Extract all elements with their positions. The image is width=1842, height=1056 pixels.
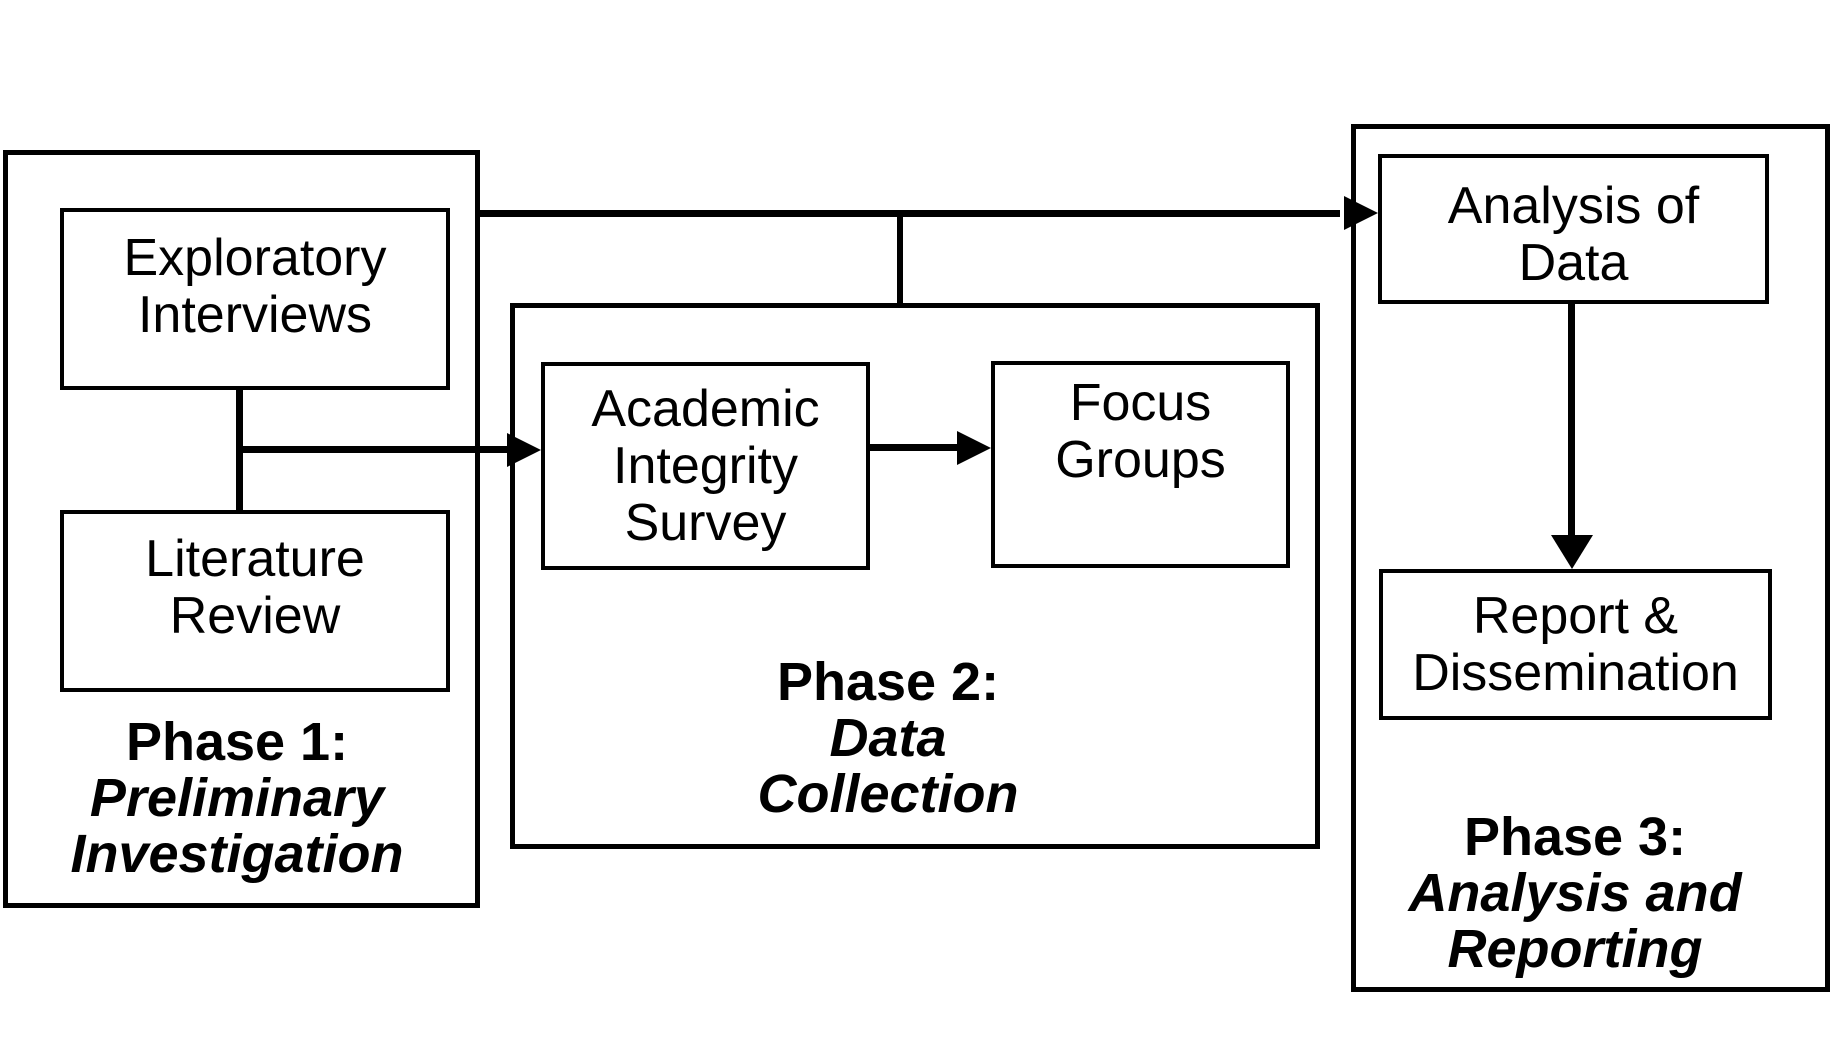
node-literature-review-label: Literature Review — [145, 531, 365, 645]
phase2-subtitle-line: Collection — [757, 764, 1019, 824]
phase2-label: Phase 2: Data Collection — [688, 654, 1088, 822]
phase2-subtitle-line: Data — [829, 708, 947, 768]
arrow-analysis-to-report-shaft — [1568, 304, 1575, 537]
connector-feedline-to-phase2 — [897, 213, 903, 305]
node-exploratory-interviews: Exploratory Interviews — [60, 208, 450, 390]
phase3-subtitle-line: Reporting — [1447, 919, 1703, 979]
phase3-title: Phase 3: — [1463, 807, 1687, 867]
phase3-label: Phase 3: Analysis and Reporting — [1375, 809, 1775, 977]
node-text-line: Report & — [1472, 586, 1679, 645]
phase3-container-box — [1351, 124, 1830, 992]
node-text-line: Survey — [624, 493, 787, 552]
node-text-line: Literature — [145, 530, 365, 588]
node-text-line: Integrity — [613, 436, 798, 495]
node-text-line: Data — [1518, 234, 1629, 292]
arrow-survey-to-focus-shaft — [870, 444, 959, 451]
arrowhead-right-icon — [507, 433, 541, 467]
node-report-dissemination-label: Report & Dissemination — [1412, 586, 1739, 702]
phase2-container-box — [510, 303, 1320, 849]
arrowhead-right-icon — [957, 431, 991, 465]
node-report-dissemination: Report & Dissemination — [1379, 569, 1772, 720]
node-exploratory-interviews-label: Exploratory Interviews — [124, 230, 387, 344]
phase1-subtitle-line: Preliminary — [89, 768, 385, 828]
phase3-subtitle-line: Analysis and — [1408, 863, 1742, 923]
phase1-container-box — [3, 150, 480, 908]
node-text-line: Groups — [1055, 430, 1226, 489]
node-text-line: Focus — [1069, 373, 1212, 432]
arrowhead-down-icon — [1551, 535, 1593, 569]
node-text-line: Interviews — [137, 286, 373, 344]
node-text-line: Exploratory — [123, 229, 387, 287]
phase1-title: Phase 1: — [125, 712, 349, 772]
node-analysis-of-data-label: Analysis of Data — [1448, 178, 1699, 292]
node-text-line: Review — [169, 587, 341, 645]
phase1-subtitle-line: Investigation — [70, 824, 404, 884]
node-literature-review: Literature Review — [60, 510, 450, 692]
node-text-line: Academic — [591, 379, 820, 438]
node-text-line: Dissemination — [1412, 643, 1739, 702]
node-text-line: Analysis of — [1447, 177, 1700, 235]
node-analysis-of-data: Analysis of Data — [1378, 154, 1769, 304]
arrowhead-right-icon — [1344, 196, 1378, 230]
phase2-title: Phase 2: — [776, 652, 1000, 712]
node-academic-integrity-survey-label: Academic Integrity Survey — [591, 379, 820, 552]
phase1-label: Phase 1: Preliminary Investigation — [27, 714, 447, 882]
node-focus-groups: Focus Groups — [991, 361, 1290, 568]
node-focus-groups-label: Focus Groups — [1055, 373, 1226, 489]
arrow-phase1-to-survey-shaft — [236, 446, 509, 453]
arrow-phase1-to-analysis-shaft — [480, 210, 1340, 217]
node-academic-integrity-survey: Academic Integrity Survey — [541, 362, 870, 570]
